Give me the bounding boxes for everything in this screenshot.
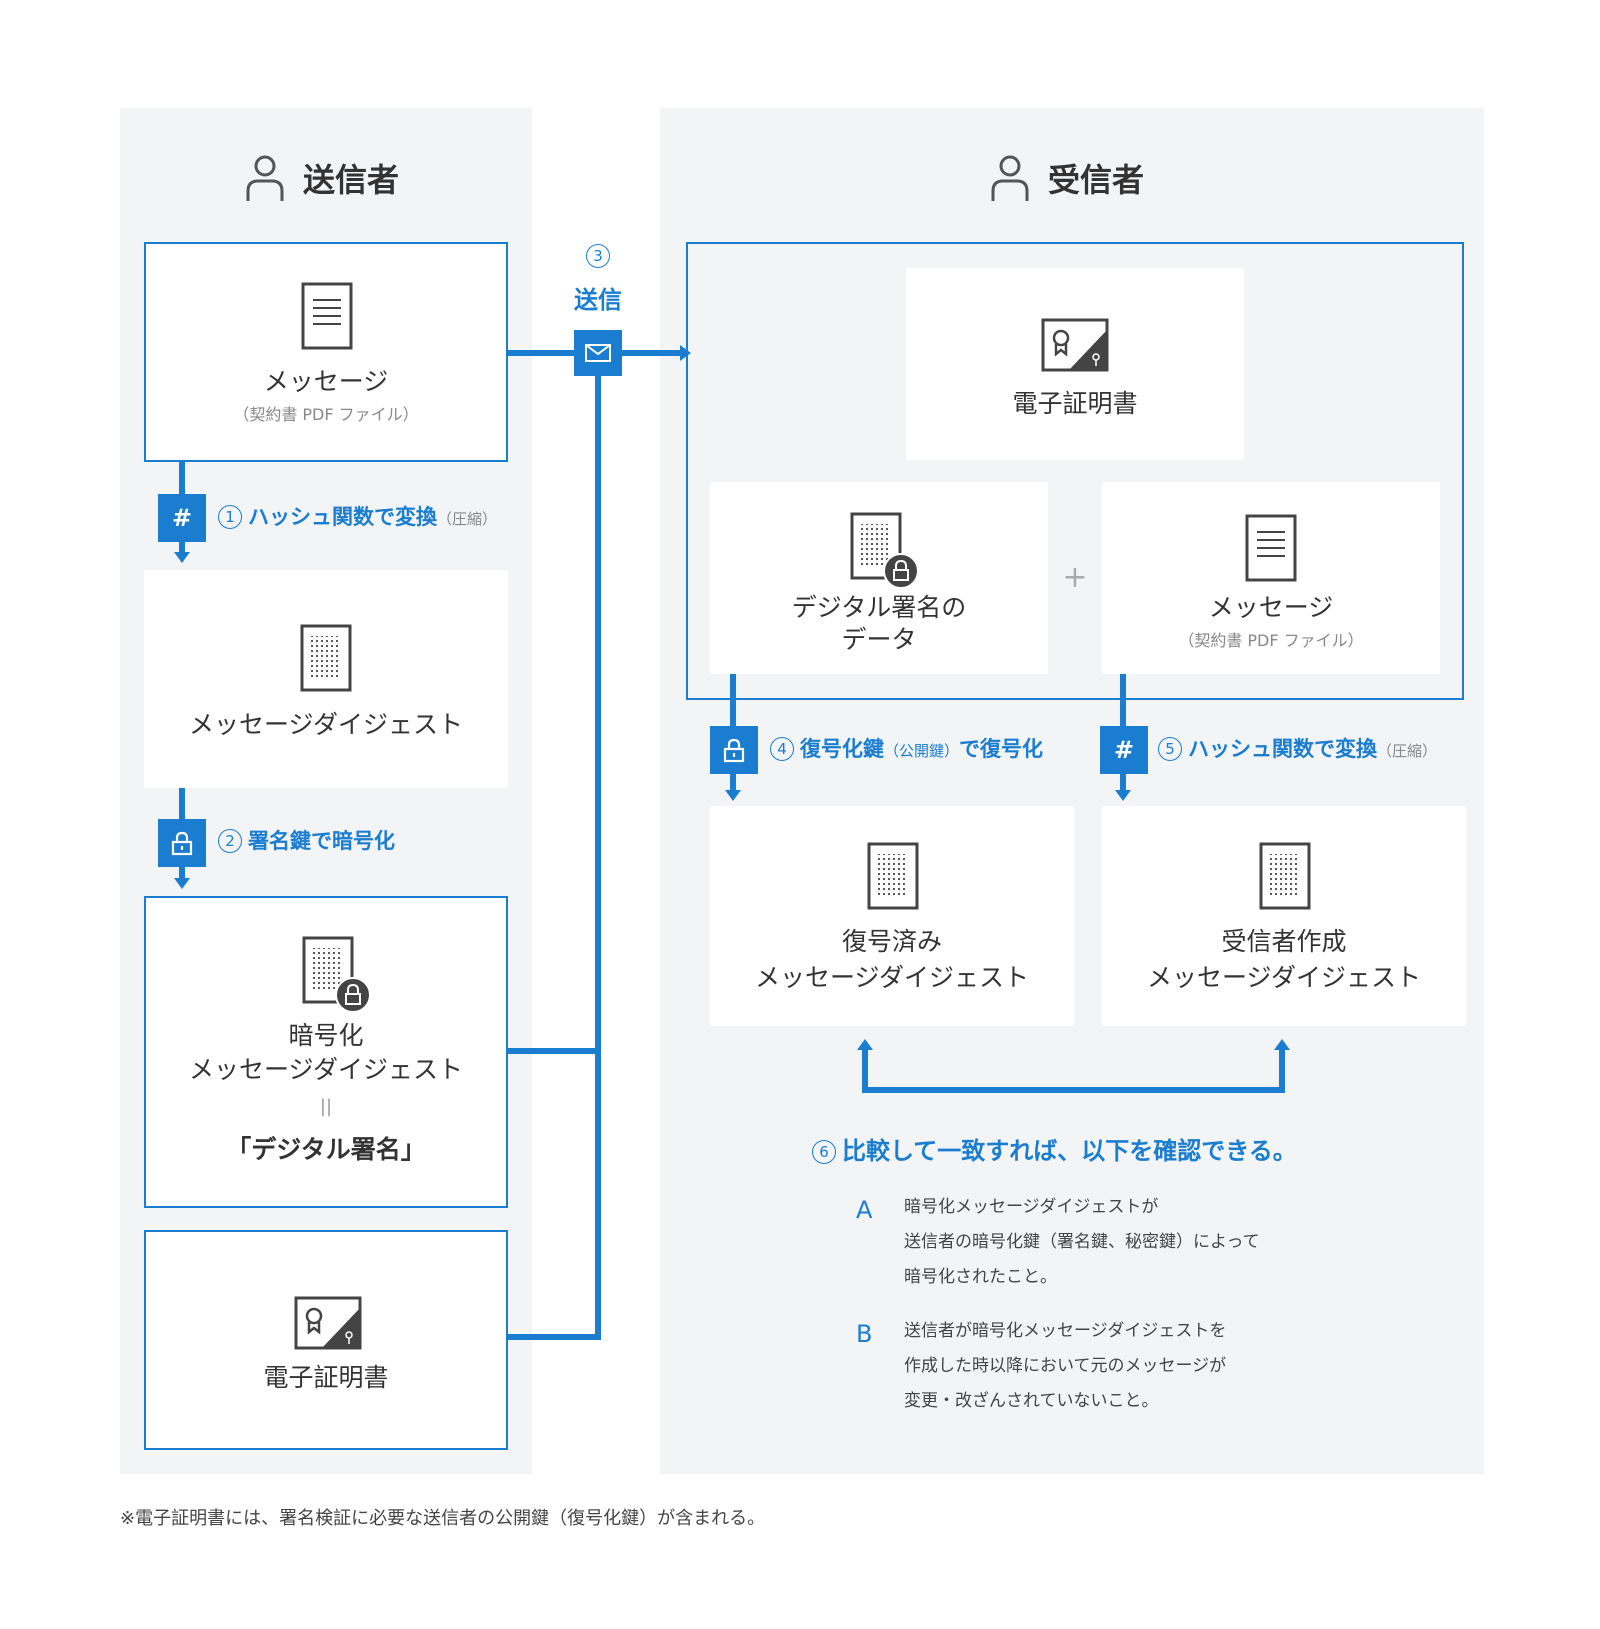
digital-signature-label: 「デジタル署名」 [226,1135,426,1164]
sender-digest-box: メッセージダイジェスト [144,570,508,788]
confirm-a-line2: 送信者の暗号化鍵（署名鍵、秘密鍵）によって [904,1232,1260,1252]
created-line2: メッセージダイジェスト [1146,963,1421,992]
step3-number: 3 [586,244,610,268]
send-label: 送信 [574,286,622,314]
encrypted-line1: 暗号化 [288,1021,364,1050]
created-digest-box: 受信者作成 メッセージダイジェスト [1102,806,1466,1026]
lock-step-box [158,819,206,867]
confirm-b-line1: 送信者が暗号化メッセージダイジェストを [904,1321,1227,1341]
step4-number: 4 [770,737,794,761]
unlock-icon [723,738,745,763]
step5-number: 5 [1158,737,1182,761]
encrypted-digest-icon [302,936,371,1013]
sender-header: 送信者 [245,150,399,206]
step1-text: ハッシュ関数で変換 [248,505,437,529]
equals-mark: || [319,1096,333,1117]
receiver-cert-label: 電子証明書 [1012,389,1138,418]
plus-sign: + [1062,560,1088,595]
confirm-b-line3: 変更・改ざんされていないこと。 [904,1391,1159,1411]
hash-icon: # [158,494,206,542]
document-icon [301,282,353,350]
step4-text-b: で復号化 [959,737,1044,761]
decrypted-line2: メッセージダイジェスト [754,963,1029,992]
envelope-box [574,330,622,376]
sender-digest-label: メッセージダイジェスト [188,710,463,739]
sender-message-sub: （契約書 PDF ファイル） [233,405,419,424]
person-icon [246,155,284,201]
step4-note: （公開鍵） [884,742,960,760]
digest-document-icon [867,842,919,910]
document-icon [1245,514,1297,582]
confirm-b-line2: 作成した時以降において元のメッセージが [904,1356,1227,1376]
receiver-message-sub: （契約書 PDF ファイル） [1178,631,1364,650]
step1-note: （圧縮） [437,510,498,528]
confirm-b-letter: B [856,1320,873,1348]
certificate-icon [294,1296,362,1350]
step2-text: 署名鍵で暗号化 [248,829,395,853]
encrypted-line2: メッセージダイジェスト [188,1055,463,1084]
sender-message-box: メッセージ （契約書 PDF ファイル） [144,242,508,462]
receiver-title: 受信者 [1048,161,1145,199]
receiver-message-box: メッセージ （契約書 PDF ファイル） [1102,482,1440,674]
hash-icon: # [1100,726,1148,774]
receiver-cert-box: 電子証明書 [906,268,1244,460]
confirm-a-letter: A [856,1196,873,1224]
sender-message-label: メッセージ [263,367,389,396]
encrypted-digest-icon [850,512,919,589]
step5-text: ハッシュ関数で変換 [1188,737,1377,761]
footnote: ※電子証明書には、署名検証に必要な送信者の公開鍵（復号化鍵）が含まれる。 [120,1508,766,1529]
sender-cert-label: 電子証明書 [263,1363,389,1392]
decrypted-digest-box: 復号済み メッセージダイジェスト [710,806,1074,1026]
confirm-a-line1: 暗号化メッセージダイジェストが [904,1197,1159,1217]
confirm-a-line3: 暗号化されたこと。 [904,1267,1057,1287]
step5-note: （圧縮） [1377,742,1438,760]
sender-title: 送信者 [303,161,400,199]
created-line1: 受信者作成 [1221,927,1347,956]
received-data-region [686,242,1464,700]
step3-number-wrap: 3 [580,244,616,268]
unlock-step-box [710,726,758,774]
decrypted-line1: 復号済み [841,927,942,956]
lock-icon [171,831,193,856]
person-icon [991,155,1029,201]
digest-document-icon [300,624,352,692]
confirm-a-text: 暗号化メッセージダイジェストが 送信者の暗号化鍵（署名鍵、秘密鍵）によって 暗号… [904,1190,1260,1295]
digest-document-icon [1259,842,1311,910]
step2-number: 2 [218,829,242,853]
sender-cert-box: 電子証明書 [144,1230,508,1450]
step4-text-a: 復号化鍵 [800,737,884,761]
receiver-message-label: メッセージ [1208,593,1334,622]
step6-text: 比較して一致すれば、以下を確認できる。 [842,1137,1297,1165]
step6-number: 6 [812,1140,836,1164]
step1-number: 1 [218,505,242,529]
confirm-b-text: 送信者が暗号化メッセージダイジェストを 作成した時以降において元のメッセージが … [904,1314,1226,1419]
sender-encrypted-box: 暗号化 メッセージダイジェスト || 「デジタル署名」 [144,896,508,1208]
signature-data-box: デジタル署名の データ [710,482,1048,674]
receiver-header: 受信者 [990,150,1144,206]
signature-data-line2: データ [841,625,917,654]
signature-data-line1: デジタル署名の [791,593,967,622]
certificate-icon [1041,318,1109,372]
envelope-icon [585,344,611,362]
